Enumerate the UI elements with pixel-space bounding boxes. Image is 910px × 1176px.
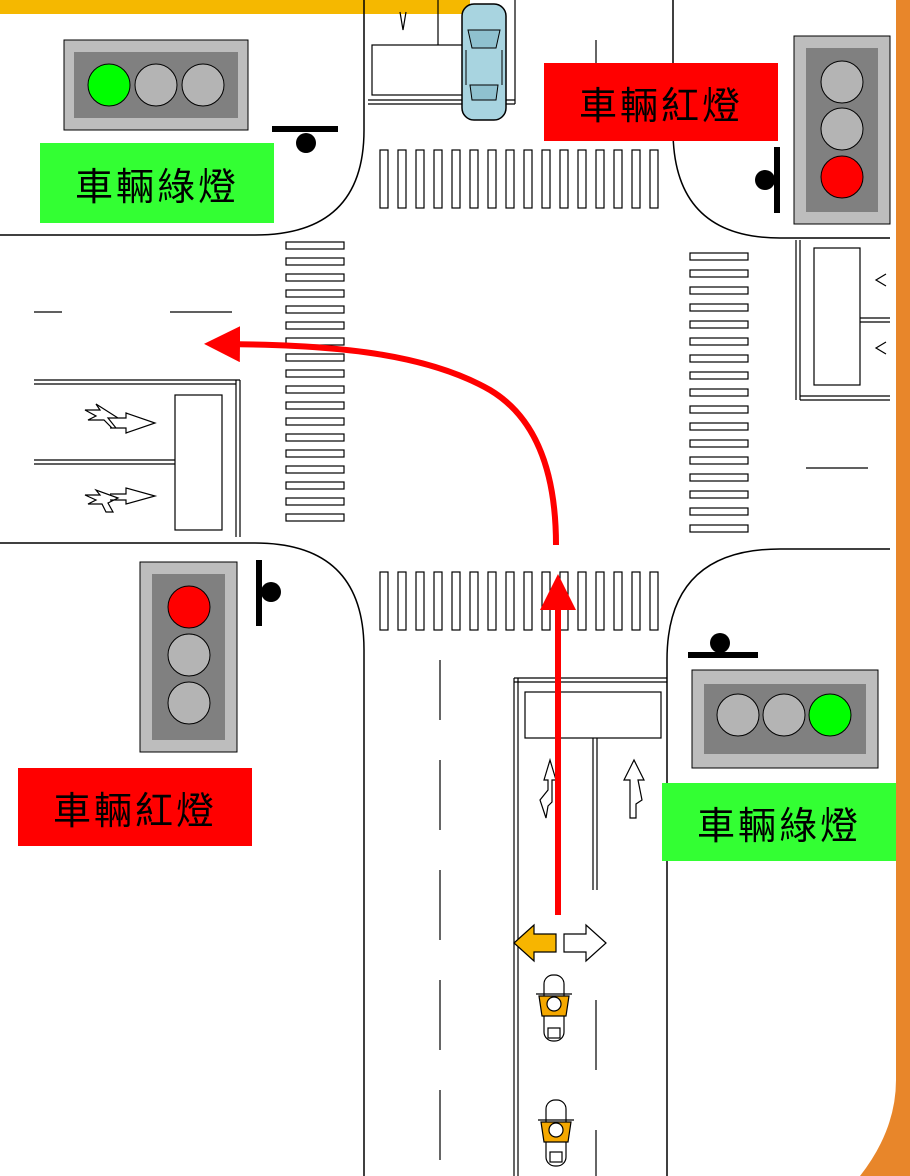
road-edges — [0, 0, 890, 1176]
signal-off-lamp — [716, 693, 760, 737]
scooter-rider-icon-2 — [538, 1099, 574, 1167]
left-turn-signal-icon — [513, 923, 557, 963]
traffic-light-top-right — [755, 35, 891, 225]
signal-off-lamp — [762, 693, 806, 737]
traffic-light-bottom-left — [139, 560, 281, 753]
traffic-light-bottom-right — [688, 633, 879, 769]
right-turn-signal-icon — [563, 923, 607, 963]
south-road-markings — [439, 660, 667, 1176]
signal-off-lamp — [167, 681, 211, 725]
signal-green-lamp — [808, 693, 852, 737]
left-turn-route-arrow — [204, 326, 559, 546]
signal-off-lamp — [134, 63, 178, 107]
west-road-markings — [34, 311, 241, 537]
crosswalk-south — [379, 571, 659, 631]
traffic-light-top-left — [63, 39, 338, 153]
crosswalk-east — [689, 252, 749, 533]
vehicle-red-label-bottom-left: 車輛紅燈 — [18, 768, 252, 846]
crosswalk-west — [285, 241, 345, 522]
signal-red-lamp — [167, 585, 211, 629]
scooter-rider-icon — [536, 974, 572, 1042]
vehicle-red-label-top-right: 車輛紅燈 — [544, 63, 778, 141]
signal-off-lamp — [820, 107, 864, 151]
signal-off-lamp — [181, 63, 225, 107]
signal-off-lamp — [167, 633, 211, 677]
east-road-markings — [795, 240, 890, 469]
crosswalk-north — [379, 149, 659, 209]
vehicle-green-label-top-left: 車輛綠燈 — [40, 143, 274, 223]
signal-off-lamp — [820, 60, 864, 104]
signal-red-lamp — [820, 155, 864, 199]
signal-green-lamp — [87, 63, 131, 107]
vehicle-green-label-bottom-right: 車輛綠燈 — [662, 783, 896, 861]
car-icon — [461, 3, 507, 121]
